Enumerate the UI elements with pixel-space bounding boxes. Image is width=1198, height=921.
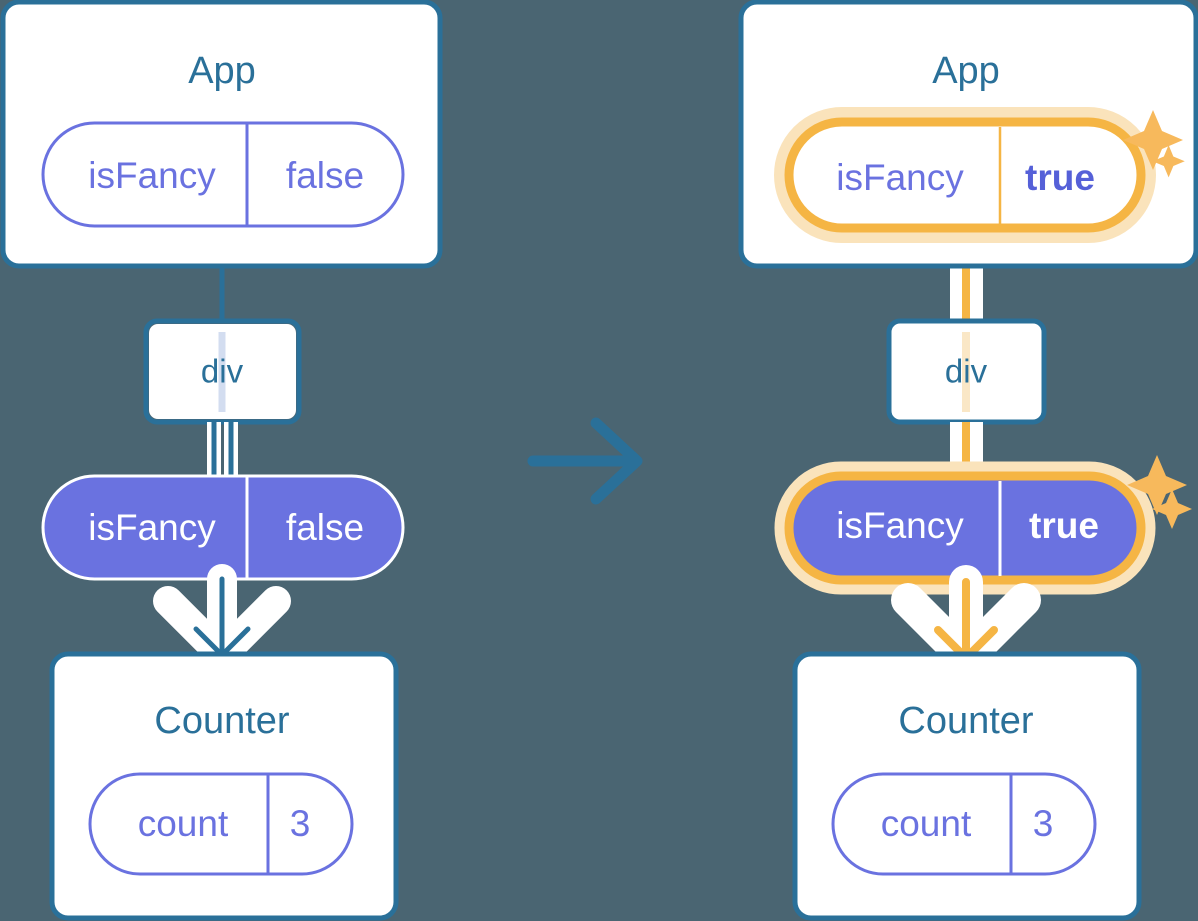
counter-card-title-before: Counter: [154, 700, 290, 742]
app-state-pill-shape-after: [784, 117, 1146, 233]
prop-pill-value-after: true: [1029, 505, 1099, 546]
sparkle-small-top-icon: [1152, 145, 1185, 178]
counter-card-before: Counter count 3: [49, 651, 399, 921]
dom-node-div-before: div: [143, 318, 302, 425]
sparkle-large-bottom-icon: [1127, 455, 1187, 515]
counter-card-title-after: Counter: [898, 700, 1034, 742]
counter-card-after: Counter count 3: [792, 651, 1142, 921]
counter-state-pill-key-before: count: [138, 803, 229, 844]
counter-state-pill-shape-before: [88, 772, 354, 876]
counter-state-pill-shape-after: [831, 772, 1097, 876]
prop-pill-value-before: false: [286, 507, 364, 548]
prop-pill-key-before: isFancy: [88, 507, 216, 548]
counter-state-pill-value-before: 3: [290, 803, 311, 844]
app-state-pill-value-before: false: [286, 155, 364, 196]
app-card-title-after: App: [932, 50, 1000, 92]
dom-node-div-after: div: [886, 318, 1047, 425]
app-state-pill-before: isFancy false: [41, 121, 405, 228]
app-card-title-before: App: [188, 50, 256, 92]
dom-node-div-label-before: div: [201, 353, 244, 390]
counter-state-pill-key-after: count: [881, 803, 972, 844]
dom-node-div-label-after: div: [945, 353, 988, 390]
app-state-pill-key-before: isFancy: [88, 155, 216, 196]
arrow-down-icon-before: [153, 564, 291, 670]
counter-state-pill-value-after: 3: [1033, 803, 1054, 844]
app-state-pill-glow-after: [774, 107, 1156, 243]
app-state-pill-after: isFancy true: [774, 107, 1156, 243]
sparkle-small-bottom-icon: [1152, 489, 1192, 529]
app-state-pill-value-after: true: [1025, 157, 1095, 198]
app-card-after: App isFancy true: [738, 0, 1198, 269]
transition-arrow-right-icon: [527, 417, 643, 505]
counter-state-pill-before: count 3: [88, 772, 354, 876]
sparkle-large-top-icon: [1123, 110, 1183, 170]
dom-node-div-border-before: [143, 318, 302, 425]
arrow-down-icon-after: [891, 565, 1041, 675]
app-card-before: App isFancy false: [0, 0, 443, 269]
prop-pill-before: isFancy false: [41, 474, 405, 581]
counter-state-pill-after: count 3: [831, 772, 1097, 876]
app-state-pill-shape-before: [41, 121, 405, 228]
app-state-pill-key-after: isFancy: [836, 157, 964, 198]
prop-pill-key-after: isFancy: [836, 505, 964, 546]
